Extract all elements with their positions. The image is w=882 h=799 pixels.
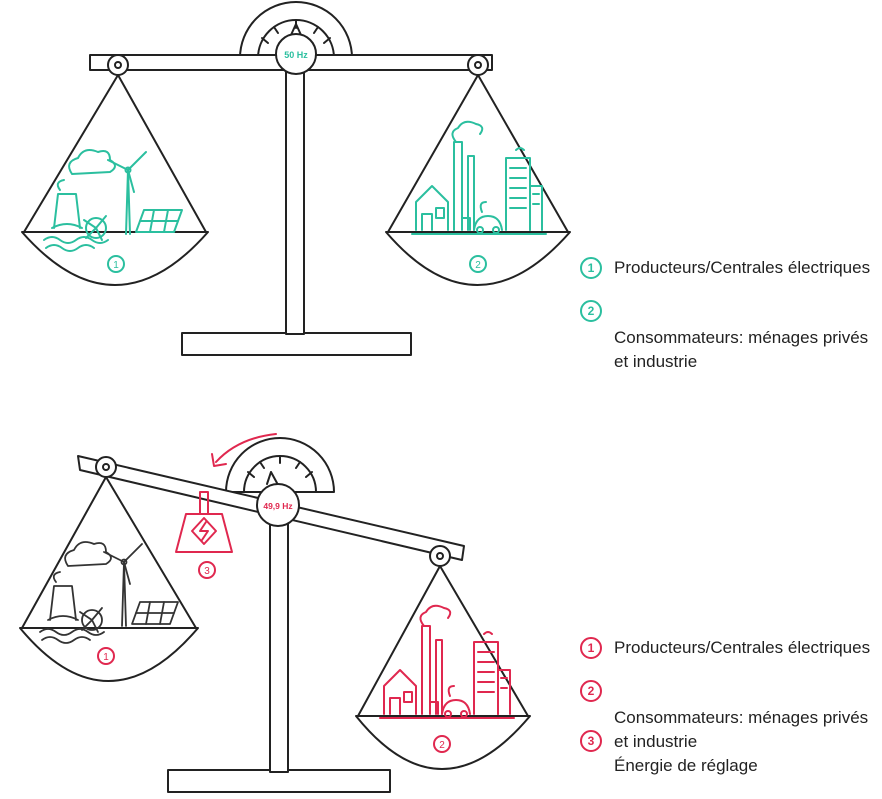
- legend-bottom-text-3: Énergie de réglage: [614, 756, 758, 775]
- legend-top-text-2: Consommateurs: ménages privés et industr…: [614, 328, 869, 371]
- bottom-scale-base: [167, 769, 391, 793]
- legend-bottom-item-1: 1 Producteurs/Centrales électriques: [580, 636, 880, 676]
- top-dial-needle: [290, 23, 302, 36]
- legend-bottom: 1 Producteurs/Centrales électriques 2 Co…: [580, 636, 880, 794]
- bottom-pan-1-label: 1: [103, 652, 109, 663]
- legend-top-item-1: 1 Producteurs/Centrales électriques: [580, 256, 880, 296]
- legend-top: 1 Producteurs/Centrales électriques 2 Co…: [580, 256, 880, 371]
- top-right-strings: [387, 74, 569, 233]
- top-scale-pillar: [285, 69, 305, 335]
- bottom-frequency-label: 49,9 Hz: [263, 501, 292, 511]
- top-scale-base: [181, 332, 412, 356]
- legend-bottom-badge-1: 1: [580, 637, 602, 659]
- control-energy-weight: 3: [175, 491, 233, 579]
- bottom-frequency-disc: [256, 483, 300, 527]
- top-right-pan: [385, 231, 571, 286]
- legend-bottom-text-1: Producteurs/Centrales électriques: [614, 638, 871, 657]
- legend-bottom-item-2: 2 Consommateurs: ménages privés et indus…: [580, 680, 880, 751]
- legend-top-text-1: Producteurs/Centrales électriques: [614, 258, 871, 277]
- legend-top-item-2: 2 Consommateurs: ménages privés et indus…: [580, 300, 880, 371]
- top-consumers-illustration: [411, 120, 547, 235]
- top-frequency-disc: [275, 33, 317, 75]
- legend-bottom-badge-3: 3: [580, 730, 602, 752]
- bottom-balance-scale: 49,9 Hz 1 2 3: [19, 433, 531, 793]
- top-balance-scale: 50 Hz 1 2: [21, 1, 571, 356]
- bottom-scale-dial: [225, 437, 335, 493]
- weight-label: 3: [204, 566, 210, 577]
- bottom-consumers-illustration: [379, 604, 515, 719]
- tilt-arrow: [215, 433, 277, 463]
- legend-top-badge-1: 1: [580, 257, 602, 279]
- bottom-dial-needle: [266, 471, 278, 485]
- bottom-left-strings: [21, 476, 197, 629]
- top-frequency-label: 50 Hz: [284, 50, 308, 60]
- top-pan-1-label: 1: [113, 260, 119, 271]
- top-pan-2-label: 2: [475, 260, 481, 271]
- bottom-left-pan: [19, 627, 199, 682]
- bottom-right-pan: [355, 715, 531, 770]
- legend-bottom-badge-2: 2: [580, 680, 602, 702]
- bottom-scale-pillar: [269, 509, 289, 773]
- top-left-strings: [23, 74, 207, 233]
- top-left-pan: [21, 231, 209, 286]
- bottom-pan-2-label: 2: [439, 740, 445, 751]
- legend-bottom-text-2: Consommateurs: ménages privés et industr…: [614, 708, 869, 751]
- legend-top-badge-2: 2: [580, 300, 602, 322]
- legend-bottom-item-3: 3 Énergie de réglage: [580, 730, 880, 794]
- top-scale-dial: [239, 1, 353, 59]
